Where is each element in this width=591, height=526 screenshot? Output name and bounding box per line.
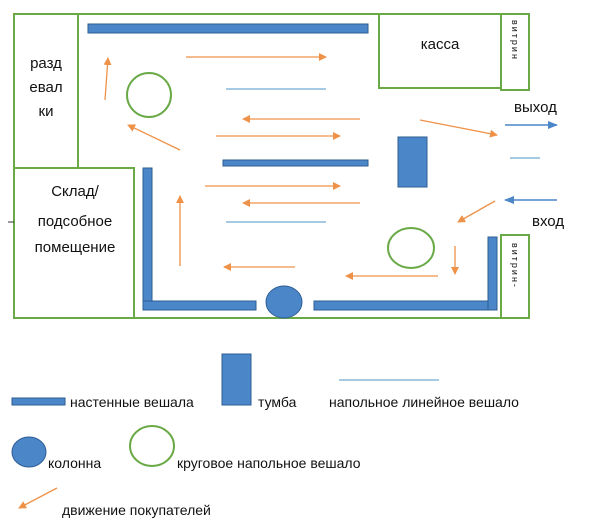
legend-wall-rack-swatch: [11, 397, 66, 406]
dressing-room-label-1: разд: [30, 55, 62, 72]
showcase-top: [500, 13, 530, 91]
wall-rack: [487, 236, 498, 311]
flow-arrow: [127, 124, 181, 151]
legend-wall-rack-label: настенные вешала: [70, 394, 194, 410]
warehouse-room: [13, 167, 135, 319]
round-floor-rack: [126, 72, 172, 118]
flow-arrow: [457, 200, 496, 223]
legend-cabinet-label: тумба: [258, 394, 297, 410]
wall-rack: [142, 300, 257, 311]
column: [265, 285, 303, 319]
legend-column-swatch: [11, 436, 47, 468]
legend-column-label: колонна: [48, 455, 101, 471]
linear-floor-racks: [226, 88, 540, 223]
warehouse-label-3: помещение: [35, 239, 116, 256]
warehouse-label-2: подсобное: [38, 213, 112, 230]
warehouse-label-1: Склад/: [51, 183, 99, 200]
entrance-label: вход: [532, 213, 564, 230]
legend-round-rack-label: круговое напольное вешало: [177, 455, 361, 471]
legend-round-rack-swatch: [129, 425, 175, 467]
wall-racks: [87, 23, 498, 311]
dressing-room-label-3: ки: [39, 103, 54, 120]
wall-rack: [142, 167, 153, 311]
legend-flow-swatch: [18, 487, 58, 509]
legend: настенные вешала тумба напольное линейно…: [11, 353, 519, 518]
legend-linear-rack-label: напольное линейное вешало: [329, 394, 519, 410]
dressing-room-label-2: евал: [29, 79, 62, 96]
flow-arrow: [419, 119, 498, 138]
showcase-bottom: [500, 234, 530, 319]
exit-label: выход: [514, 99, 557, 116]
customer-flow-arrows: [103, 53, 498, 280]
legend-cabinet-swatch: [221, 353, 252, 406]
wall-rack: [87, 23, 369, 34]
flow-arrow: [103, 57, 112, 101]
showcase-bottom-label: витрин-: [510, 243, 520, 289]
cashier-label: касса: [421, 36, 460, 53]
cabinet: [397, 136, 428, 188]
legend-flow-label: движение покупателей: [62, 502, 211, 518]
wall-rack: [222, 159, 369, 167]
showcase-top-label: витрин: [510, 20, 520, 61]
round-floor-rack: [387, 227, 435, 269]
wall-rack: [313, 300, 495, 311]
